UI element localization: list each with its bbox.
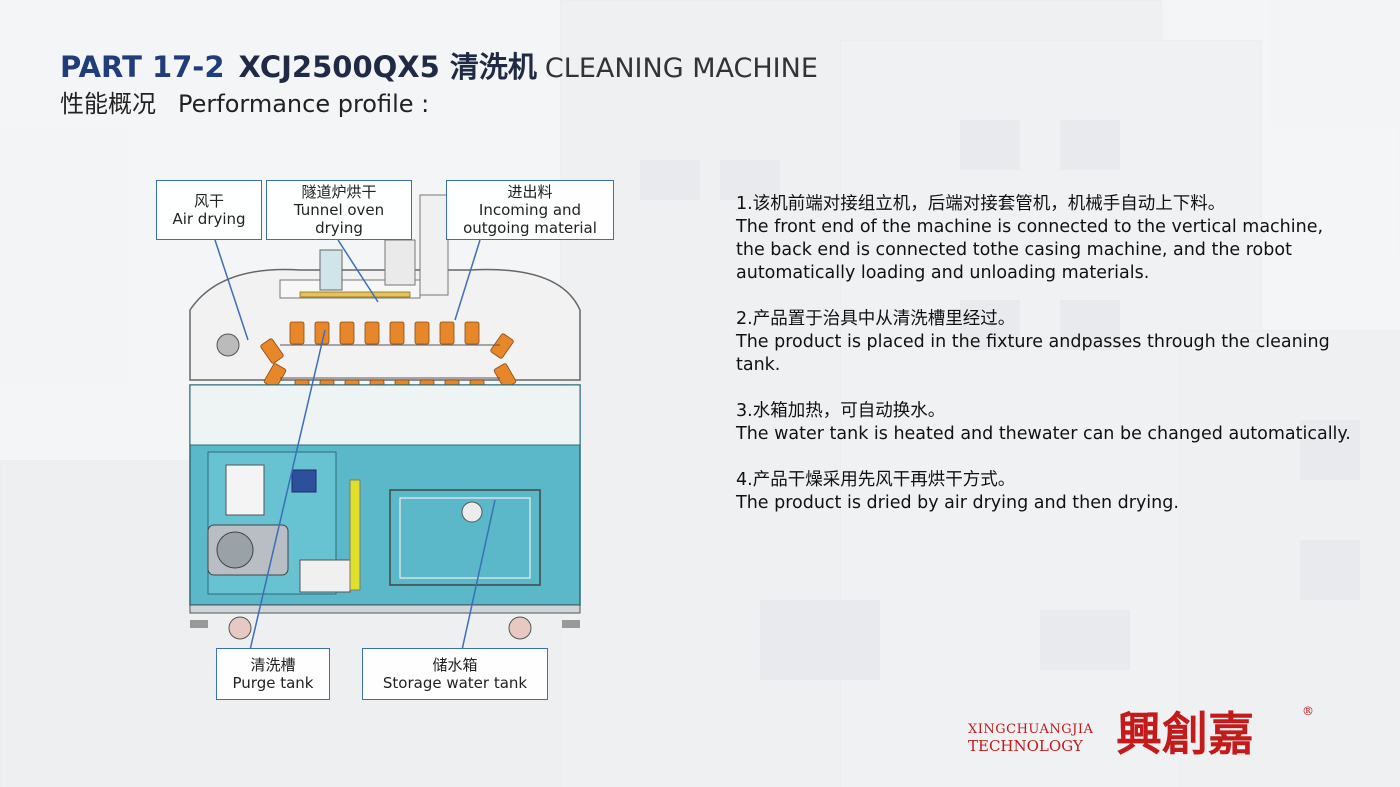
label-air-drying: 风干 Air drying <box>156 180 262 240</box>
performance-description: 1.该机前端对接组立机，后端对接套管机，机械手自动上下料。 The front … <box>736 193 1356 538</box>
description-item: 3.水箱加热，可自动换水。 The water tank is heated a… <box>736 401 1351 444</box>
registered-mark: ® <box>1302 704 1314 718</box>
subtitle-cn: 性能概况 <box>60 90 156 118</box>
brand-logo-mark: 興創嘉 <box>1116 707 1254 761</box>
description-item: 2.产品置于治具中从清洗槽里经过。 The product is placed … <box>736 309 1330 375</box>
part-number: PART 17-2 <box>60 50 225 84</box>
label-purge-tank: 清洗槽 Purge tank <box>216 648 330 700</box>
page-subtitle: 性能概况 Performance profile : <box>60 84 429 119</box>
cleaning-machine-diagram <box>189 194 581 650</box>
description-item: 4.产品干燥采用先风干再烘干方式。 The product is dried b… <box>736 470 1179 513</box>
label-incoming-material: 进出料 Incoming and outgoing material <box>446 180 614 240</box>
model-name-en: CLEANING MACHINE <box>544 53 818 84</box>
label-storage-water-tank: 储水箱 Storage water tank <box>362 648 548 700</box>
subtitle-en: Performance profile : <box>178 90 430 118</box>
model-name: XCJ2500QX5 清洗机 <box>238 50 537 84</box>
brand-logo: XINGCHUANGJIA TECHNOLOGY 興創嘉 ® <box>968 704 1314 761</box>
description-item: 1.该机前端对接组立机，后端对接套管机，机械手自动上下料。 The front … <box>736 194 1324 283</box>
label-tunnel-oven: 隧道炉烘干 Tunnel oven drying <box>266 180 412 240</box>
